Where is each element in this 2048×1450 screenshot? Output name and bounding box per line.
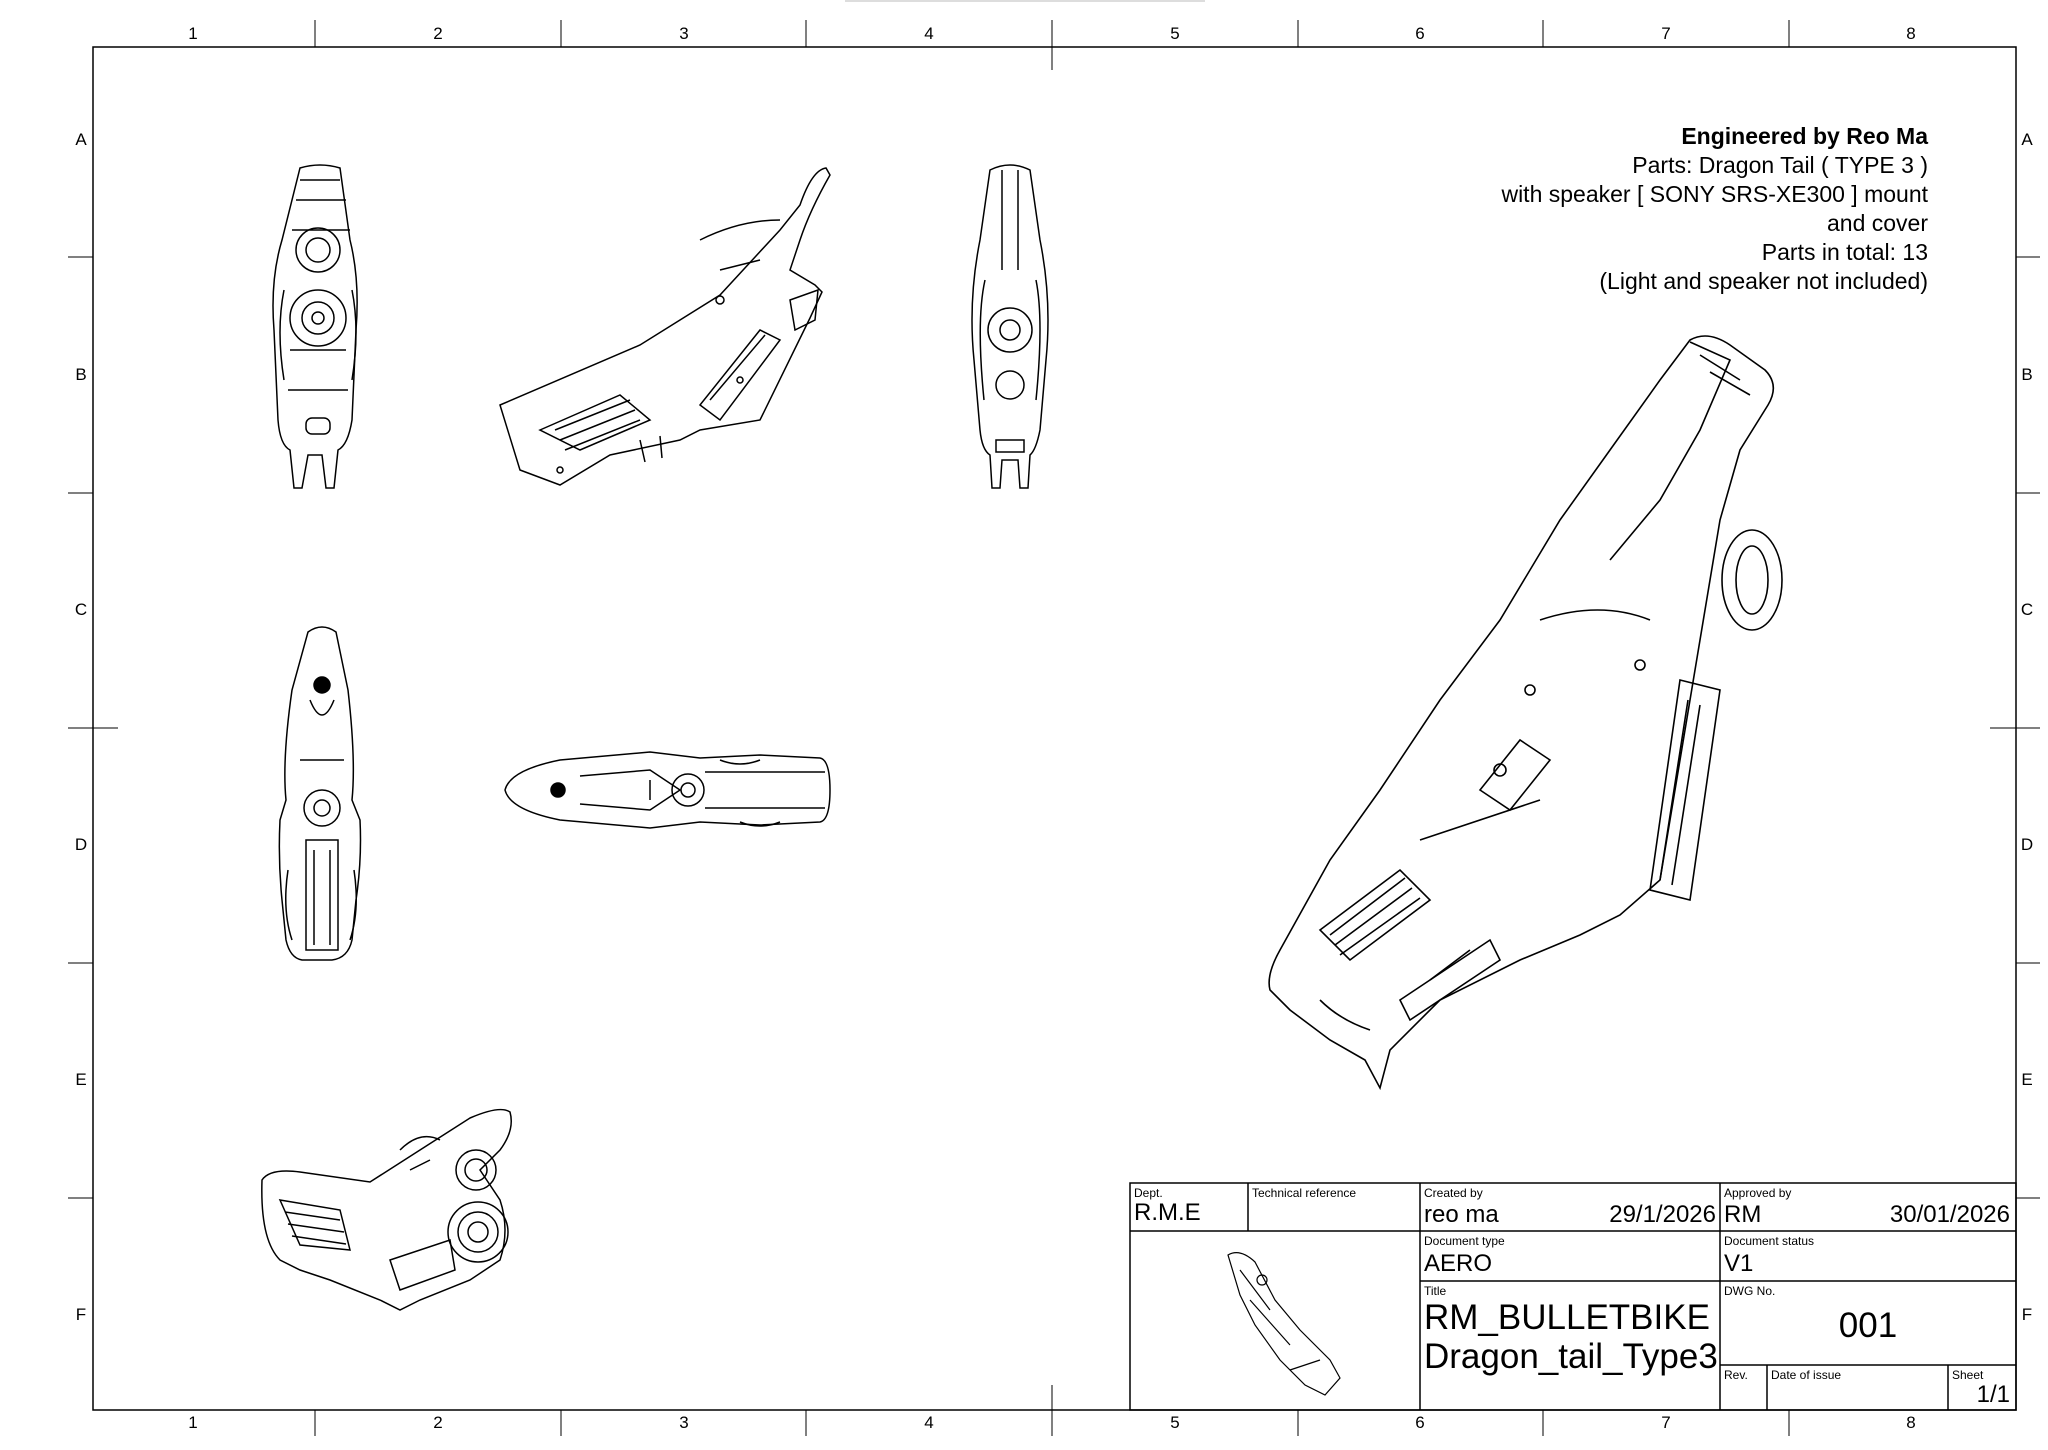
zone-col-1-top: 1 <box>188 24 198 43</box>
rev-caption: Rev. <box>1724 1368 1748 1382</box>
zone-col-1-bottom: 1 <box>188 1413 198 1432</box>
approved-by-caption: Approved by <box>1724 1186 1792 1200</box>
drawing-notes: Engineered by Reo Ma Parts: Dragon Tail … <box>1501 122 1928 296</box>
approved-by-value: RM <box>1724 1201 1762 1228</box>
note-line: with speaker [ SONY SRS-XE300 ] mount <box>1501 181 1928 207</box>
author-note: Engineered by Reo Ma <box>1681 123 1928 149</box>
note-line: Parts: Dragon Tail ( TYPE 3 ) <box>1632 152 1928 178</box>
drawing-title-line2: Dragon_tail_Type3 <box>1424 1337 1718 1376</box>
note-line: (Light and speaker not included) <box>1599 268 1928 294</box>
approved-date-value: 30/01/2026 <box>1889 1201 2010 1228</box>
note-line: and cover <box>1826 210 1928 236</box>
bottom-view <box>278 626 362 961</box>
zone-row-b-right: B <box>2021 365 2033 384</box>
dwg-no-caption: DWG No. <box>1724 1284 1776 1298</box>
dept-value: R.M.E <box>1134 1199 1201 1226</box>
zone-col-4-top: 4 <box>924 24 934 43</box>
zone-row-a-left: A <box>75 130 87 149</box>
dept-caption: Dept. <box>1134 1186 1163 1200</box>
zone-row-d-right: D <box>2020 835 2034 854</box>
front-view <box>971 164 1049 489</box>
side-view-horizontal <box>504 751 831 829</box>
doc-status-value: V1 <box>1724 1250 1754 1277</box>
iso-view-main <box>1268 335 1783 1091</box>
dwg-no-value: 001 <box>1838 1306 1898 1345</box>
zone-col-8-top: 8 <box>1906 24 1916 43</box>
zone-col-6-bottom: 6 <box>1415 1413 1425 1432</box>
doc-type-caption: Document type <box>1424 1234 1505 1248</box>
title-caption: Title <box>1424 1284 1447 1298</box>
zone-col-4-bottom: 4 <box>924 1413 934 1432</box>
zone-col-3-bottom: 3 <box>679 1413 689 1432</box>
zone-col-5-bottom: 5 <box>1170 1413 1180 1432</box>
note-line: Parts in total: 13 <box>1761 239 1928 265</box>
created-by-caption: Created by <box>1424 1186 1483 1200</box>
zone-row-e-left: E <box>75 1070 87 1089</box>
zone-col-7-bottom: 7 <box>1661 1413 1671 1432</box>
zone-row-e-right: E <box>2021 1070 2033 1089</box>
sheet-caption: Sheet <box>1952 1368 1984 1382</box>
tech-ref-caption: Technical reference <box>1252 1186 1357 1200</box>
zone-col-2-bottom: 2 <box>433 1413 443 1432</box>
created-date-value: 29/1/2026 <box>1609 1201 1716 1228</box>
zone-row-f-left: F <box>75 1305 87 1324</box>
doc-type-value: AERO <box>1424 1250 1493 1277</box>
side-view <box>499 167 831 486</box>
date-of-issue-caption: Date of issue <box>1771 1368 1842 1382</box>
zone-col-5-top: 5 <box>1170 24 1180 43</box>
zone-col-8-bottom: 8 <box>1906 1413 1916 1432</box>
zone-row-d-left: D <box>74 835 88 854</box>
zone-row-b-left: B <box>75 365 87 384</box>
thumbnail-view <box>1227 1252 1341 1396</box>
top-view <box>272 164 358 489</box>
sheet-value: 1/1 <box>1976 1381 2010 1408</box>
zone-row-c-left: C <box>74 600 88 619</box>
created-by-value: reo ma <box>1424 1201 1499 1228</box>
doc-status-caption: Document status <box>1724 1234 1815 1248</box>
zone-col-6-top: 6 <box>1415 24 1425 43</box>
zone-col-7-top: 7 <box>1661 24 1671 43</box>
zone-row-f-right: F <box>2021 1305 2033 1324</box>
zone-col-3-top: 3 <box>679 24 689 43</box>
iso-view-rear <box>261 1108 512 1311</box>
zone-row-c-right: C <box>2020 600 2034 619</box>
zone-col-2-top: 2 <box>433 24 443 43</box>
zone-row-a-right: A <box>2021 130 2033 149</box>
drawing-title-line1: RM_BULLETBIKE <box>1424 1298 1710 1337</box>
title-block <box>1129 1182 2017 1411</box>
zone-ticks <box>68 20 2040 1436</box>
